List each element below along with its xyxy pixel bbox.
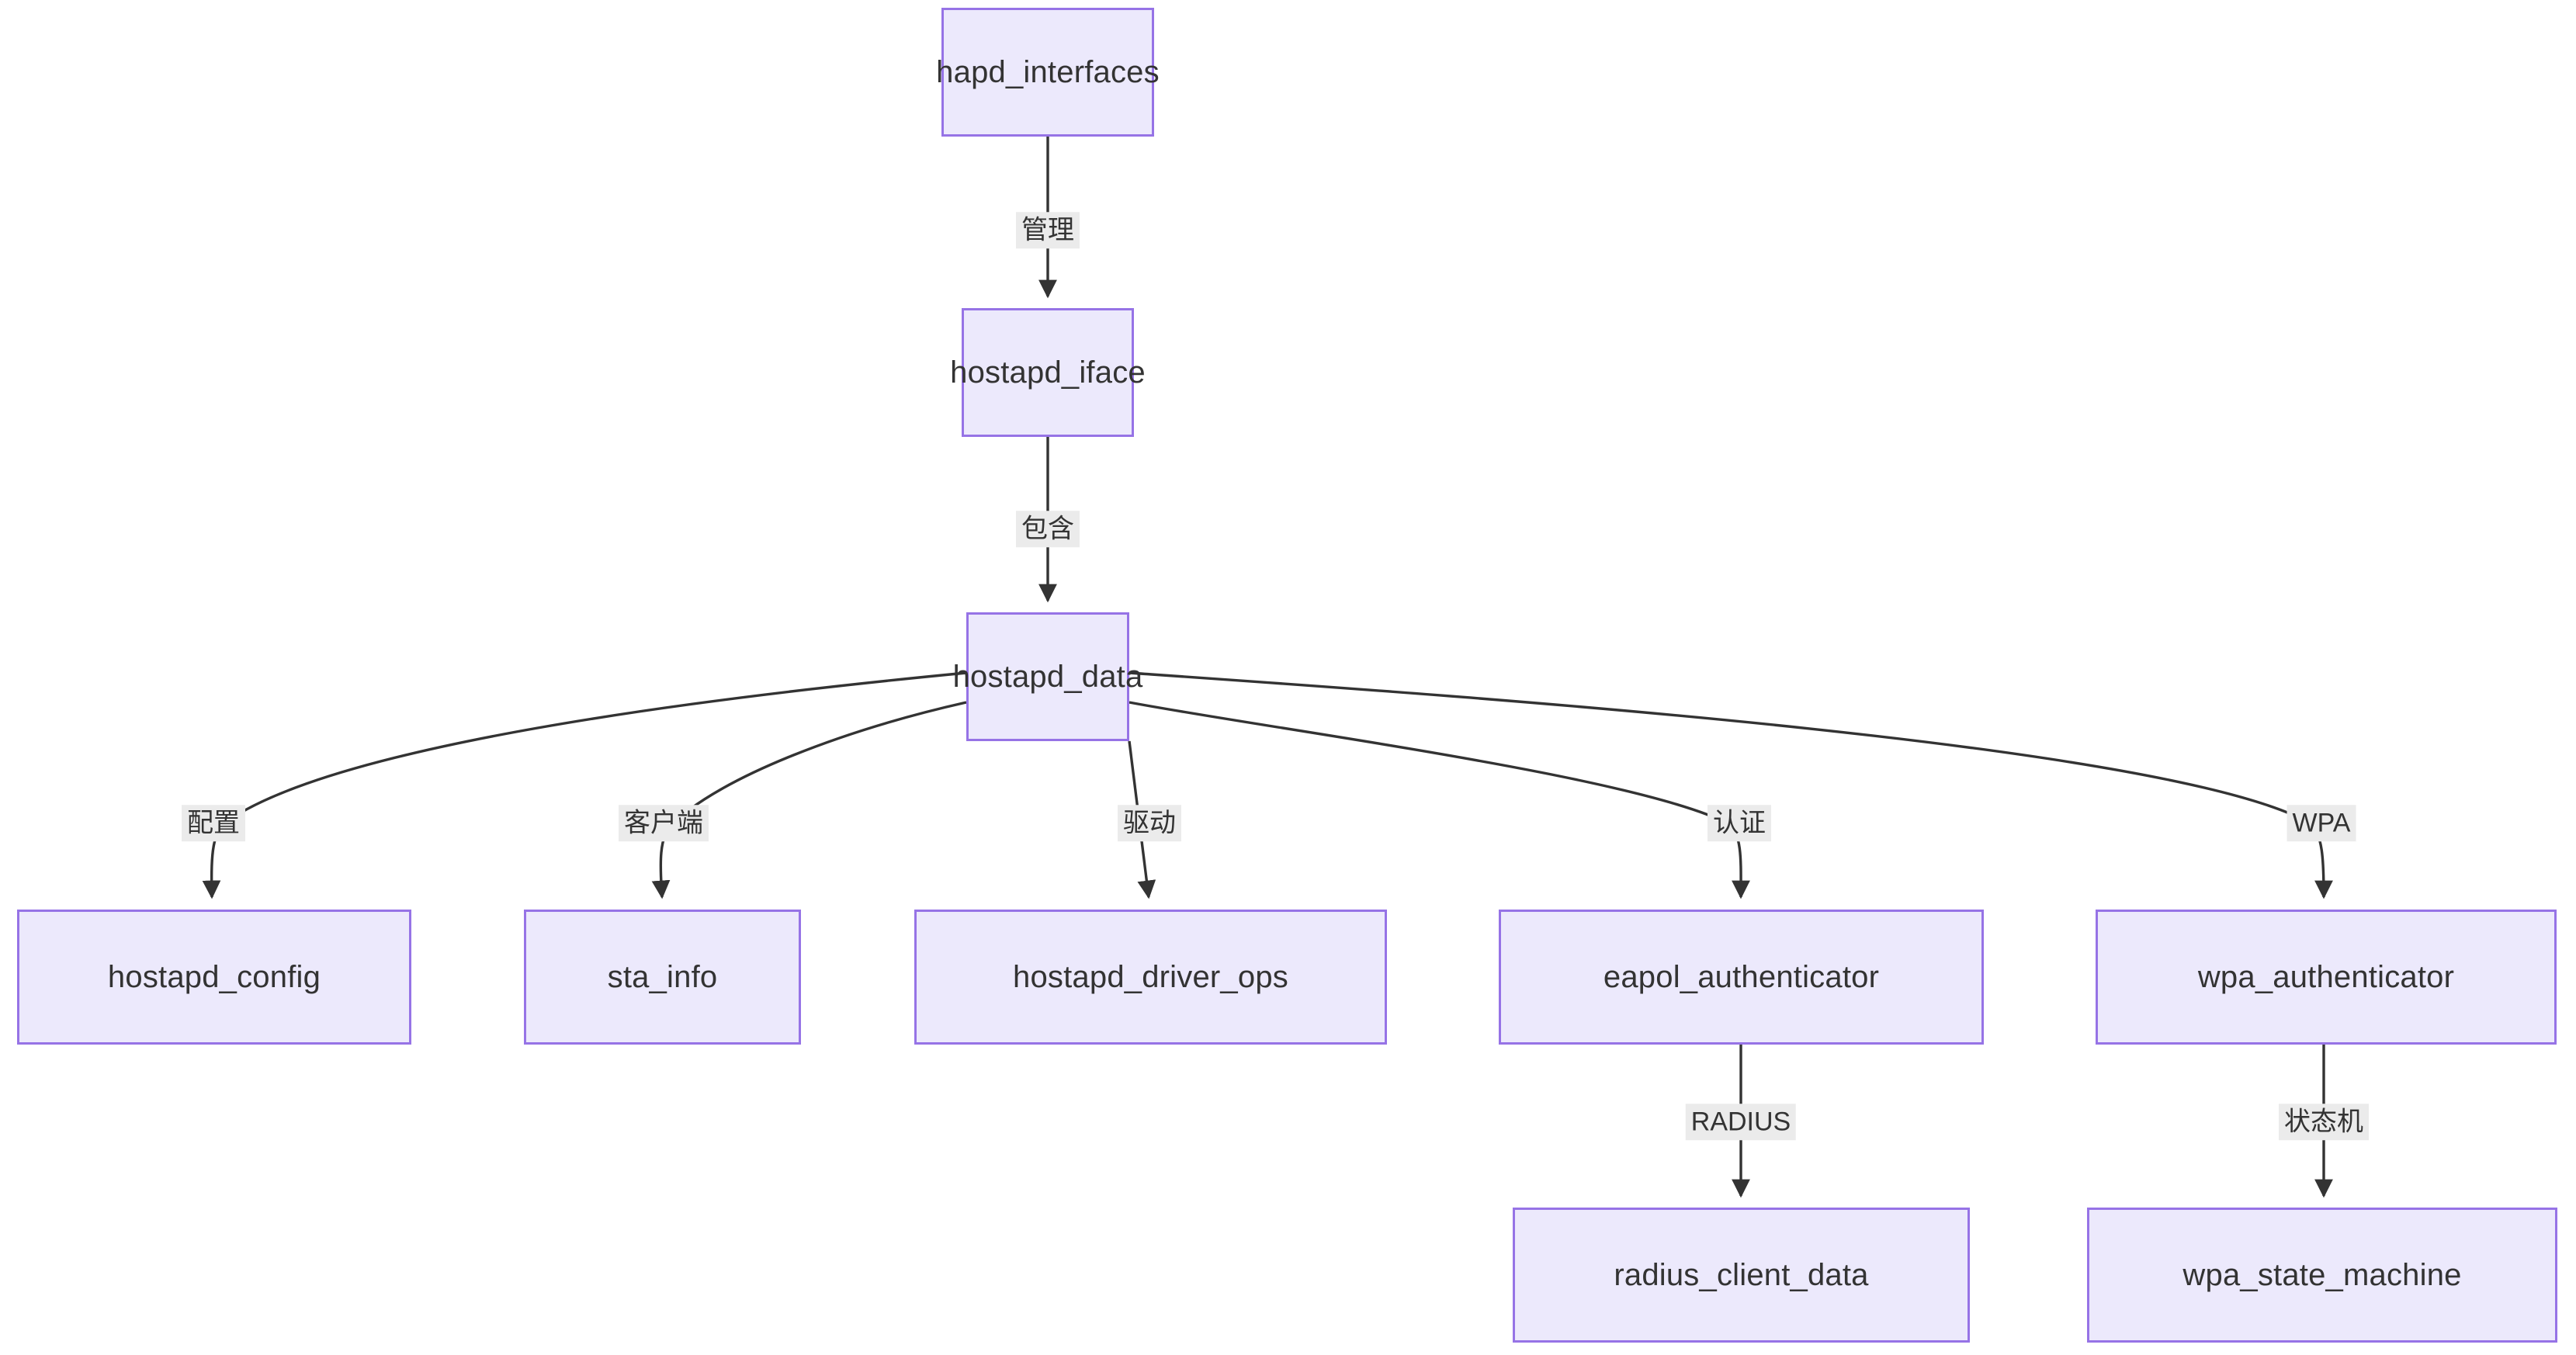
- node-hostapd_iface[interactable]: hostapd_iface: [950, 308, 1146, 437]
- node-hostapd_data[interactable]: hostapd_data: [953, 612, 1142, 741]
- edge-label-e7: WPA: [2287, 805, 2356, 842]
- node-sta_info[interactable]: sta_info: [524, 910, 801, 1045]
- node-label: eapol_authenticator: [1603, 959, 1880, 994]
- edge-label-e9: 状态机: [2279, 1104, 2369, 1141]
- node-label: hostapd_config: [107, 959, 321, 994]
- node-eapol_authenticator[interactable]: eapol_authenticator: [1499, 910, 1984, 1045]
- node-hostapd_driver_ops[interactable]: hostapd_driver_ops: [914, 910, 1387, 1045]
- node-wpa_authenticator[interactable]: wpa_authenticator: [2096, 910, 2557, 1045]
- node-label: hostapd_driver_ops: [1013, 959, 1288, 994]
- node-label: wpa_authenticator: [2197, 959, 2455, 994]
- edge-hostapd_data-hostapd_config: [202, 671, 967, 899]
- node-label: radius_client_data: [1614, 1257, 1869, 1292]
- edge-label-e4: 客户端: [619, 805, 709, 842]
- node-radius_client_data[interactable]: radius_client_data: [1513, 1208, 1970, 1343]
- edge-label-e1: 管理: [1016, 212, 1080, 249]
- node-label: hapd_interfaces: [936, 54, 1160, 89]
- node-label: hostapd_iface: [950, 355, 1146, 390]
- edge-label-e3: 配置: [182, 805, 245, 842]
- edge-label-e6: 认证: [1708, 805, 1771, 842]
- node-label: hostapd_data: [952, 659, 1143, 694]
- edge-label-e2: 包含: [1016, 511, 1080, 548]
- edge-hostapd_data-sta_info: [651, 701, 967, 899]
- node-hostapd_config[interactable]: hostapd_config: [17, 910, 411, 1045]
- edge-hostapd_data-wpa_authenticator: [1129, 671, 2333, 899]
- node-wpa_state_machine[interactable]: wpa_state_machine: [2087, 1208, 2557, 1343]
- node-hapd_interfaces[interactable]: hapd_interfaces: [936, 8, 1160, 137]
- edge-label-e5: 驱动: [1118, 805, 1181, 842]
- node-label: sta_info: [607, 959, 718, 994]
- node-label: wpa_state_machine: [2182, 1257, 2462, 1292]
- edge-label-e8: RADIUS: [1685, 1104, 1797, 1141]
- edge-hostapd_data-eapol_authenticator: [1129, 701, 1750, 899]
